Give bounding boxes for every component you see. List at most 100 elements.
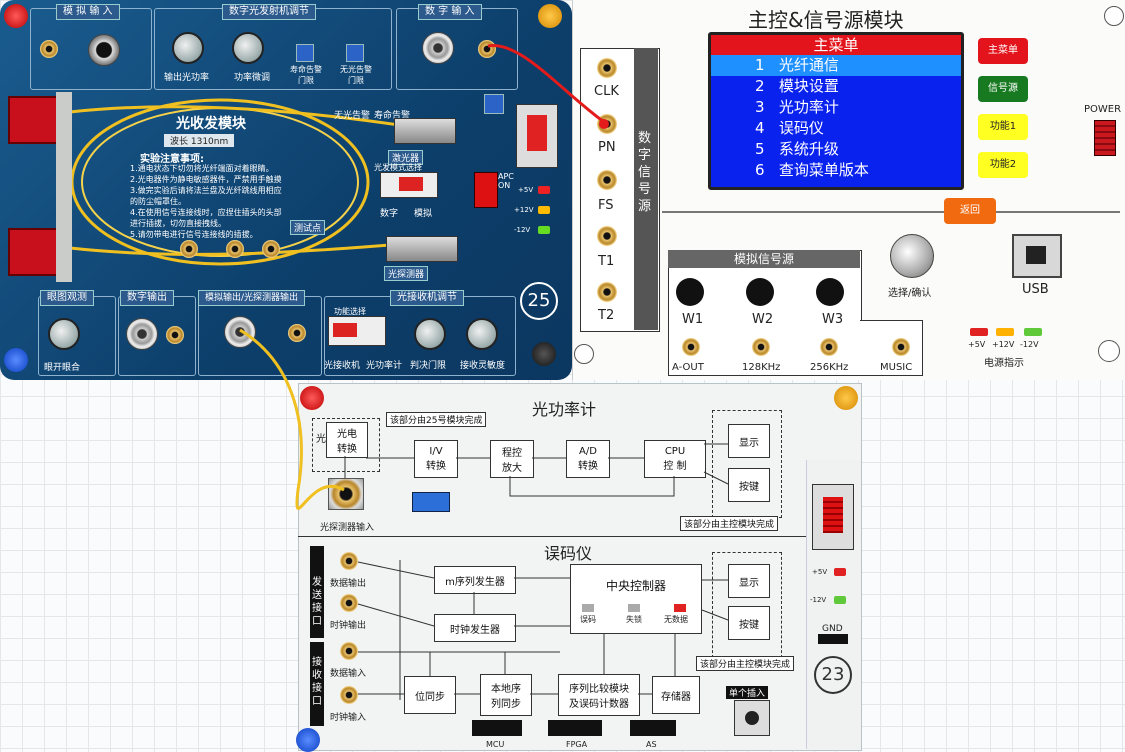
power-fine-knob[interactable]: [232, 32, 264, 64]
w1-knob[interactable]: [676, 278, 704, 306]
function2-button[interactable]: 功能2: [978, 152, 1028, 178]
test-point-3[interactable]: [262, 240, 280, 258]
panel-n12v-label: -12V: [1020, 340, 1039, 349]
test-point-1[interactable]: [180, 240, 198, 258]
panel-5v-label: +5V: [968, 340, 986, 349]
power-switch[interactable]: [1094, 120, 1116, 156]
bottom-red-switch[interactable]: [812, 484, 854, 550]
led-no-data-label: 无数据: [664, 615, 688, 624]
main-panel-title: 主控&信号源模块: [748, 8, 904, 32]
test-point-2[interactable]: [226, 240, 244, 258]
rx-sensitivity-knob[interactable]: [466, 318, 498, 350]
pn-label: PN: [598, 140, 616, 155]
128khz-port[interactable]: [752, 338, 770, 356]
power-meter-pot[interactable]: [412, 492, 450, 512]
function1-button[interactable]: 功能1: [978, 114, 1028, 140]
dip-switch[interactable]: [474, 172, 498, 208]
lcd-menu-item-4[interactable]: 4 误码仪: [711, 118, 961, 139]
data-in-label: 数据输入: [330, 669, 367, 679]
top-n12v-label: -12V: [514, 226, 531, 234]
laser-pot[interactable]: [484, 94, 504, 114]
panel-12v-led: [996, 328, 1014, 336]
as-label: AS: [646, 740, 657, 749]
lcd-item-num: 4: [755, 119, 765, 137]
lcd-menu-item-6[interactable]: 6 查询菜单版本: [711, 160, 961, 181]
lcd-screen: 主菜单 1 光纤通信 2 模块设置 3 光功率计 4 误码仪 5 系统升级 6 …: [708, 32, 964, 190]
analog-output-bnc[interactable]: [224, 316, 256, 348]
lcd-item-num: 6: [755, 161, 765, 179]
power-meter-display-block: 显示: [728, 424, 770, 458]
a-out-port[interactable]: [682, 338, 700, 356]
clk-label: CLK: [594, 84, 619, 99]
256khz-port[interactable]: [820, 338, 838, 356]
corner-screw-orange: [538, 4, 562, 28]
corner-screw-black: [532, 342, 556, 366]
digital-src-title-bar: [634, 48, 658, 330]
clock-in-port[interactable]: [340, 686, 358, 704]
lcd-item-text: 光纤通信: [778, 56, 839, 74]
power-meter-title: 光功率计: [532, 400, 597, 419]
fs-port[interactable]: [597, 170, 617, 190]
analog-input-jack[interactable]: [40, 40, 58, 58]
data-in-port[interactable]: [340, 642, 358, 660]
lcd-menu-item-2[interactable]: 2 模块设置: [711, 76, 961, 97]
bert-note: 该部分由主控模块完成: [696, 656, 795, 671]
top-12v-label: +12V: [514, 206, 534, 214]
digital-output-bnc[interactable]: [126, 318, 158, 350]
detector-input-connector[interactable]: [328, 478, 364, 510]
lcd-menu-item-1[interactable]: 1 光纤通信: [711, 55, 961, 76]
lcd-menu-item-5[interactable]: 5 系统升级: [711, 139, 961, 160]
judge-threshold-label: 判决门限: [410, 361, 447, 371]
life-alarm-pot[interactable]: [296, 44, 314, 62]
t1-port[interactable]: [597, 226, 617, 246]
clock-generator-block: 时钟发生器: [434, 614, 516, 642]
func-select-switch[interactable]: [328, 316, 386, 346]
notice-line: 4.在使用信号连接线时，应捏住插头的头部: [130, 208, 282, 217]
main-menu-button[interactable]: 主菜单: [978, 38, 1028, 64]
bottom-screw-red: [300, 386, 324, 410]
t2-port[interactable]: [597, 282, 617, 302]
detector-label: 光探测器: [384, 266, 429, 281]
lcd-menu-item-3[interactable]: 3 光功率计: [711, 97, 961, 118]
clk-port[interactable]: [597, 58, 617, 78]
notice-line: 1.通电状态下切勿将光纤端面对着眼睛。: [130, 164, 274, 173]
judge-threshold-knob[interactable]: [414, 318, 446, 350]
digital-input-bnc[interactable]: [422, 32, 454, 64]
notice-line: 2.光电器件为静电敏感器件，严禁用手触摸: [130, 175, 282, 184]
t2-label: T2: [598, 308, 615, 323]
top-12v-led: [538, 206, 550, 214]
power-indicator-title: 电源指示: [984, 358, 1024, 369]
music-port[interactable]: [892, 338, 910, 356]
mcu-header[interactable]: [472, 720, 522, 736]
output-power-knob[interactable]: [172, 32, 204, 64]
fpga-header[interactable]: [548, 720, 602, 736]
bottom-screw-blue: [296, 728, 320, 752]
mode-digital: 数字: [380, 209, 399, 219]
analog-output-jack[interactable]: [288, 324, 306, 342]
data-out-port[interactable]: [340, 552, 358, 570]
digital-output-jack[interactable]: [166, 326, 184, 344]
eye-open-label: 眼开眼合: [44, 363, 81, 373]
single-insert-button[interactable]: [734, 700, 770, 736]
select-confirm-knob[interactable]: [890, 234, 934, 278]
usb-port[interactable]: [1012, 234, 1062, 278]
w2-knob[interactable]: [746, 278, 774, 306]
bert-display-block: 显示: [728, 564, 770, 598]
bert-title: 误码仪: [544, 544, 593, 563]
lcd-item-num: 1: [755, 56, 765, 74]
as-header[interactable]: [630, 720, 676, 736]
mode-switch[interactable]: [380, 172, 438, 198]
no-light-alarm-pot[interactable]: [346, 44, 364, 62]
power-label: POWER: [1084, 104, 1122, 115]
eye-knob[interactable]: [48, 318, 80, 350]
select-confirm-label: 选择/确认: [888, 288, 932, 299]
clock-out-port[interactable]: [340, 594, 358, 612]
gnd-terminal[interactable]: [818, 634, 848, 644]
mcu-label: MCU: [486, 740, 505, 749]
w3-knob[interactable]: [816, 278, 844, 306]
transceiver-body: [56, 92, 72, 282]
top-red-switch[interactable]: [516, 104, 558, 168]
signal-source-button[interactable]: 信号源: [978, 76, 1028, 102]
back-button[interactable]: 返回: [944, 198, 996, 224]
analog-input-connector[interactable]: [88, 34, 120, 66]
